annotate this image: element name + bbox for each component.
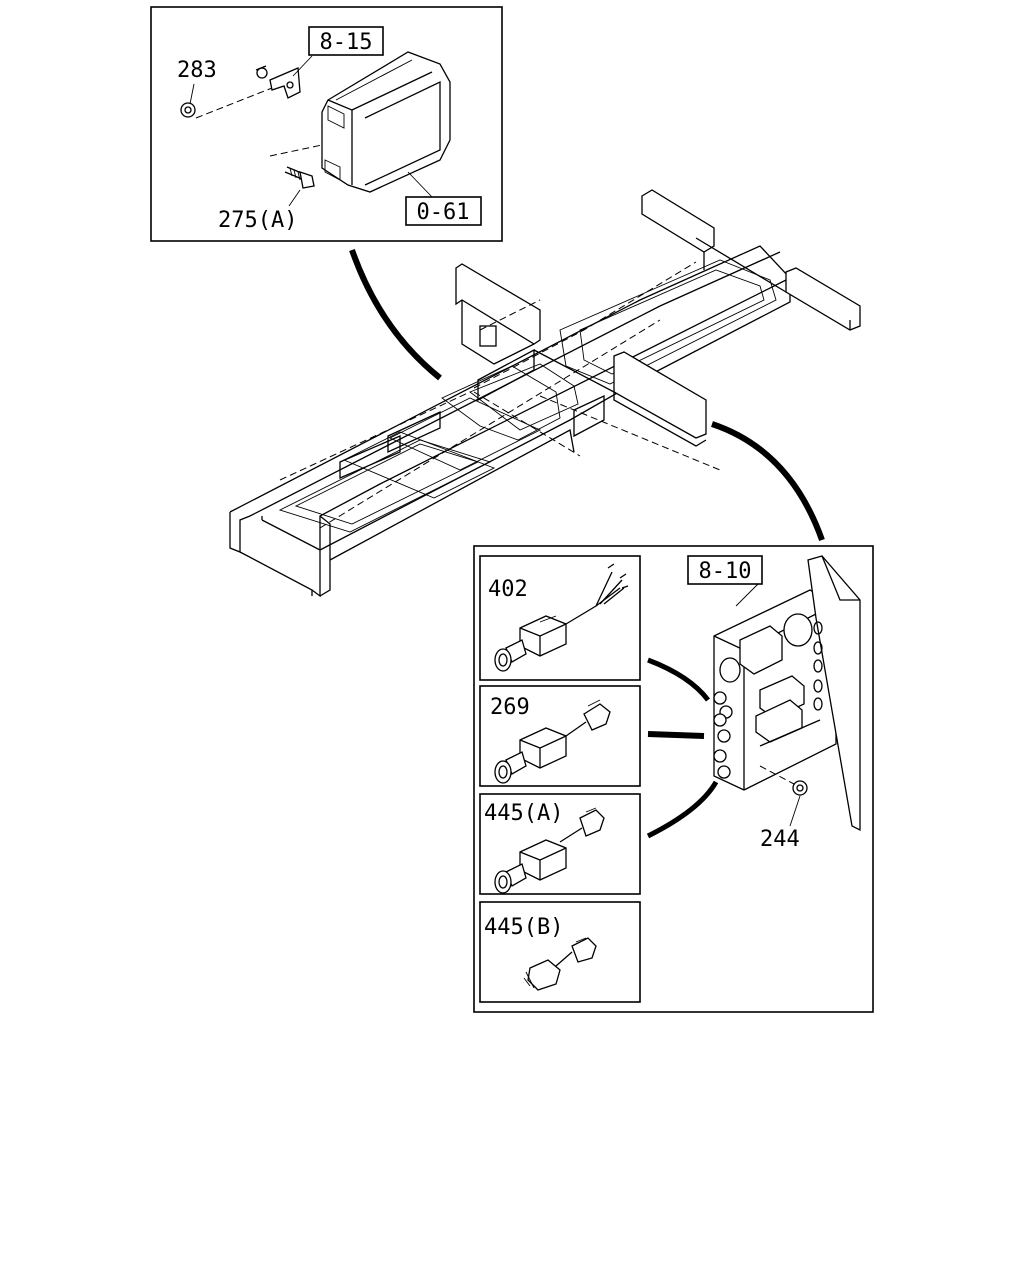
mounting-bracket [255,65,301,99]
arrow-269 [647,731,705,739]
subpanel-445b: 445(B) [479,901,641,1003]
switch-panel [713,555,861,832]
subpanel-269: 269 [479,685,641,787]
label-275a: 275(A) [218,208,297,233]
chassis-frame [229,189,861,598]
control-module [321,51,451,193]
label-269: 269 [490,695,530,720]
nut-283 [180,102,196,118]
ref-8-10: 8-10 [699,559,752,584]
arrow-445a [646,780,719,839]
arrow-402 [647,657,710,702]
label-402: 402 [488,577,528,602]
subpanel-445a: 445(A) [479,793,641,895]
label-445a: 445(A) [484,801,563,826]
ref-0-61: 0-61 [417,200,470,225]
detail-box-top: 8-15 0-61 283 275(A) [150,6,503,242]
connector-arc-bottom [711,421,825,542]
label-445b: 445(B) [484,915,563,940]
connector-arc-top [349,249,442,381]
bolt-275a [284,166,315,189]
label-283: 283 [177,58,217,83]
detail-box-bottom: 402 269 445(A) [473,545,874,1013]
label-244: 244 [760,827,800,852]
subpanel-402: 402 [479,555,641,681]
ref-8-15: 8-15 [320,30,373,55]
